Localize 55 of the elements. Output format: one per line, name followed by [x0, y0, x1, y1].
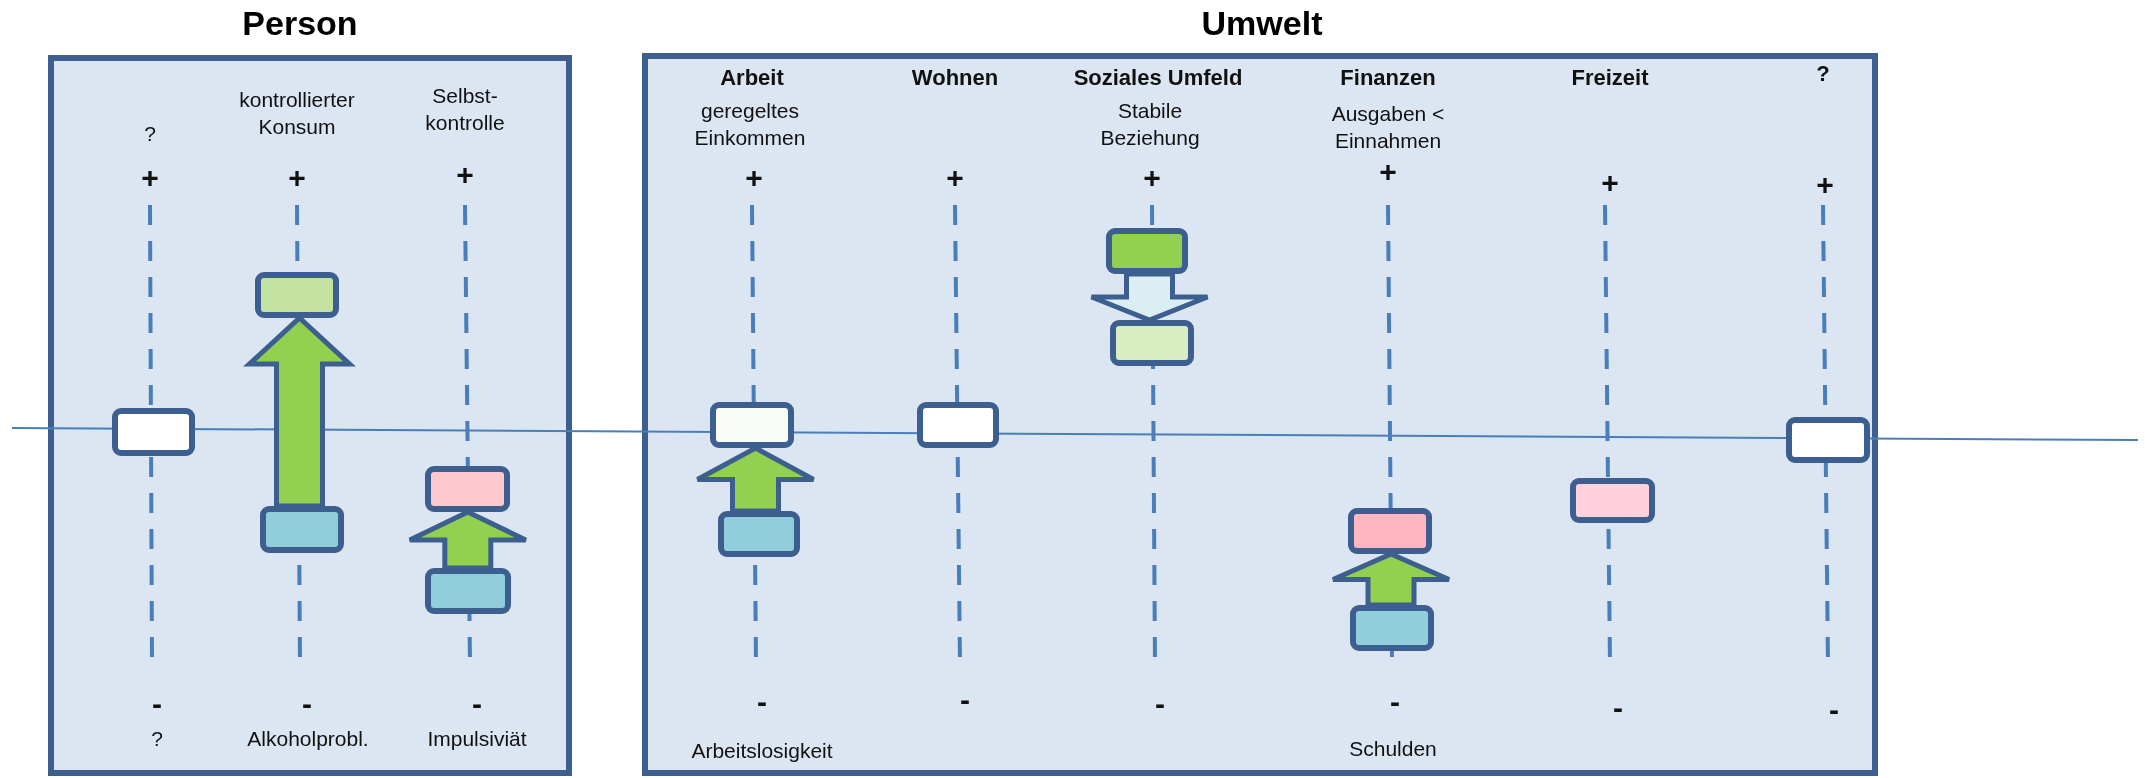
scale-marker — [1786, 417, 1870, 463]
column-heading: Arbeit — [720, 64, 784, 92]
scale-sign: - — [960, 682, 970, 718]
scale-marker — [425, 466, 510, 512]
panel-heading: Umwelt — [1201, 4, 1323, 43]
scale-marker — [1106, 228, 1188, 274]
scale-sign: - — [1613, 690, 1623, 726]
scale-sign: - — [472, 686, 482, 722]
scale-sign: + — [1816, 167, 1834, 203]
block-arrow — [407, 509, 529, 571]
label-text: Stabile Beziehung — [1099, 98, 1201, 152]
column-heading: Freizeit — [1571, 64, 1649, 92]
label-text: Impulsiviät — [427, 726, 527, 752]
label-text: Alkoholprobl. — [247, 726, 369, 752]
scale-sign: + — [745, 160, 763, 196]
scale-marker — [425, 568, 511, 614]
column-heading: Finanzen — [1340, 64, 1436, 92]
scale-sign: + — [1379, 154, 1397, 190]
block-arrow — [695, 445, 816, 514]
scale-sign: + — [141, 160, 159, 196]
label-text: geregeltes Einkommen — [693, 98, 807, 152]
column-heading: Soziales Umfeld — [1073, 64, 1243, 92]
label-text: Ausgaben < Einnahmen — [1330, 101, 1446, 155]
scale-sign: - — [152, 686, 162, 722]
block-arrow — [1089, 271, 1210, 323]
scale-sign: + — [456, 157, 474, 193]
column-heading: Wohnen — [911, 64, 999, 92]
label-text: Arbeitslosigkeit — [691, 738, 833, 764]
scale-sign: + — [1143, 160, 1161, 196]
scale-marker — [917, 402, 999, 448]
label-text: ? — [151, 726, 163, 752]
block-arrow — [1330, 551, 1452, 608]
scale-marker — [1348, 508, 1432, 554]
scale-sign: - — [1155, 686, 1165, 722]
scale-marker — [255, 272, 339, 318]
label-text: Selbst- kontrolle — [424, 83, 506, 137]
scale-sign: - — [1829, 692, 1839, 728]
scale-marker — [1570, 478, 1655, 523]
label-text: Schulden — [1349, 736, 1437, 762]
column-heading: ? — [1816, 60, 1830, 88]
label-text: ? — [144, 121, 156, 147]
scale-marker — [710, 402, 794, 448]
scale-marker — [112, 408, 195, 456]
scale-sign: + — [946, 160, 964, 196]
scale-marker — [1350, 605, 1434, 651]
label-text: kontrollierter Konsum — [238, 87, 356, 141]
scale-sign: - — [302, 686, 312, 722]
scale-sign: + — [288, 160, 306, 196]
scale-marker — [718, 511, 800, 557]
scale-sign: - — [1390, 684, 1400, 720]
scale-marker — [260, 506, 344, 553]
scale-sign: + — [1601, 165, 1619, 201]
scale-sign: - — [757, 684, 767, 720]
panel-heading: Person — [242, 4, 358, 43]
scale-marker — [1110, 320, 1194, 366]
